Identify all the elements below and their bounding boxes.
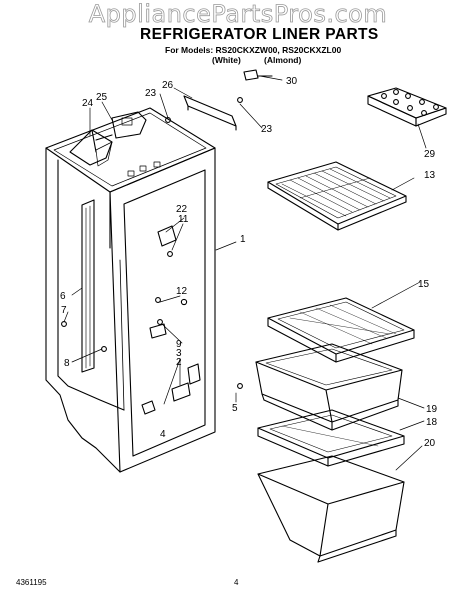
callout-8: 8 bbox=[64, 358, 70, 369]
callout-11: 11 bbox=[178, 214, 189, 225]
callout-2: 2 bbox=[176, 357, 182, 368]
air-diffuser-assembly bbox=[69, 111, 147, 167]
diagram-title: REFRIGERATOR LINER PARTS bbox=[140, 26, 379, 43]
watermark: AppliancePartsPros.com bbox=[88, 0, 388, 28]
callout-3: 3 bbox=[176, 348, 182, 359]
callout-labels: 1 2 3 4 5 6 7 8 9 11 12 13 15 18 19 20 2… bbox=[60, 76, 438, 449]
wire-shelf bbox=[267, 161, 407, 231]
callout-24: 24 bbox=[82, 98, 94, 109]
callout-4: 4 bbox=[160, 429, 166, 440]
callout-25: 25 bbox=[96, 92, 108, 103]
callout-13: 13 bbox=[424, 170, 436, 181]
page-number: 4 bbox=[234, 578, 239, 587]
lower-crisper-drawer bbox=[257, 455, 405, 563]
document-number: 4361195 bbox=[16, 578, 47, 587]
callout-9: 9 bbox=[176, 339, 182, 350]
variant-white-label: (White) bbox=[212, 55, 241, 65]
lower-crisper-cover bbox=[257, 409, 405, 467]
small-parts bbox=[149, 69, 273, 389]
callout-18: 18 bbox=[426, 417, 438, 428]
leader-lines bbox=[63, 75, 427, 471]
egg-tray bbox=[367, 87, 447, 127]
callout-15: 15 bbox=[418, 279, 430, 290]
callout-26: 26 bbox=[162, 80, 174, 91]
callout-22: 22 bbox=[176, 204, 188, 215]
callout-20: 20 bbox=[424, 438, 436, 449]
variant-almond-label: (Almond) bbox=[264, 55, 302, 65]
callout-6: 6 bbox=[60, 291, 66, 302]
callout-30: 30 bbox=[286, 76, 298, 87]
callout-23-left: 23 bbox=[145, 88, 157, 99]
crisper-cover bbox=[267, 297, 415, 363]
top-rail bbox=[165, 95, 243, 131]
callout-29: 29 bbox=[424, 149, 436, 160]
callout-7: 7 bbox=[61, 305, 67, 316]
callout-19: 19 bbox=[426, 404, 438, 415]
upper-crisper-drawer bbox=[255, 343, 403, 431]
callout-1: 1 bbox=[240, 234, 246, 245]
callout-23-right: 23 bbox=[261, 124, 273, 135]
refrigerator-liner bbox=[45, 107, 216, 473]
callout-12: 12 bbox=[176, 286, 188, 297]
callout-5: 5 bbox=[232, 403, 238, 414]
model-numbers: For Models: RS20CKXZW00, RS20CKXZL00 bbox=[165, 45, 342, 55]
